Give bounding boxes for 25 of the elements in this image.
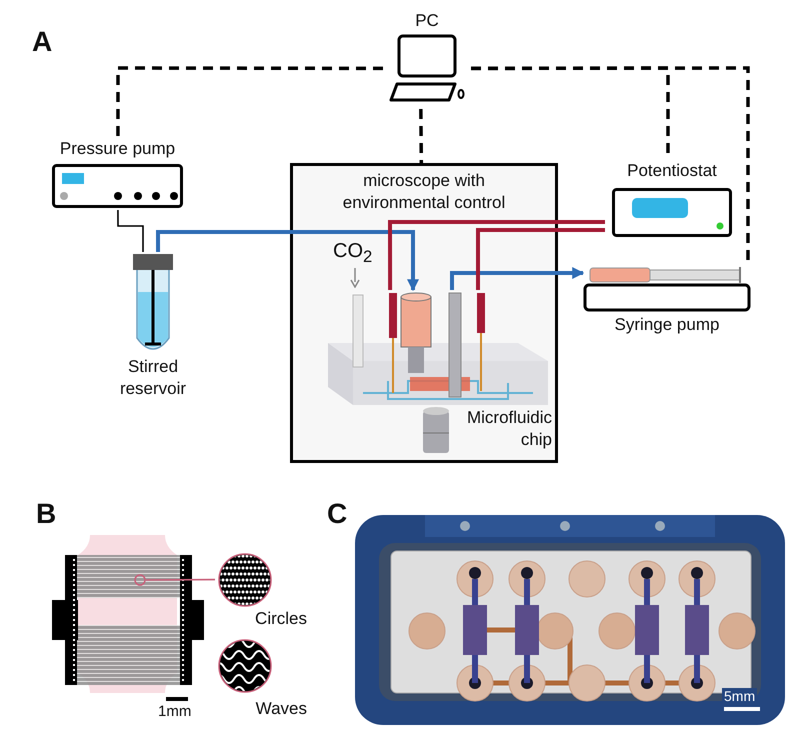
data-cable — [471, 66, 750, 262]
device-label: Stirred reservoir — [118, 356, 188, 400]
device-label: Potentiostat — [626, 160, 718, 182]
cable-line — [117, 210, 144, 252]
scale-label: 1mm — [158, 703, 192, 720]
microscope-enclosure-box — [290, 163, 558, 463]
device-label: PC — [414, 10, 440, 32]
panel-letter: C — [327, 498, 348, 530]
panel-letter: B — [36, 498, 56, 530]
tubing-line — [450, 267, 584, 290]
tubing-line — [156, 230, 419, 292]
inset-label: Circles — [254, 608, 307, 630]
device-label: Syringe pump — [614, 314, 720, 336]
leader-line — [146, 578, 215, 581]
chip-label: Microfluidic chip — [466, 407, 552, 451]
data-cable — [419, 108, 424, 164]
scale-label: 5mm — [722, 688, 758, 704]
panel-letter: A — [32, 26, 52, 58]
data-cable — [116, 66, 383, 138]
electrode-wire — [476, 228, 605, 290]
inset-label: Waves — [254, 698, 307, 720]
box-title: microscope with environmental control — [342, 170, 506, 214]
electrode-wire — [388, 220, 605, 290]
gas-label: CO$_{2}$ — [333, 240, 372, 267]
device-label: Pressure pump — [58, 138, 176, 160]
